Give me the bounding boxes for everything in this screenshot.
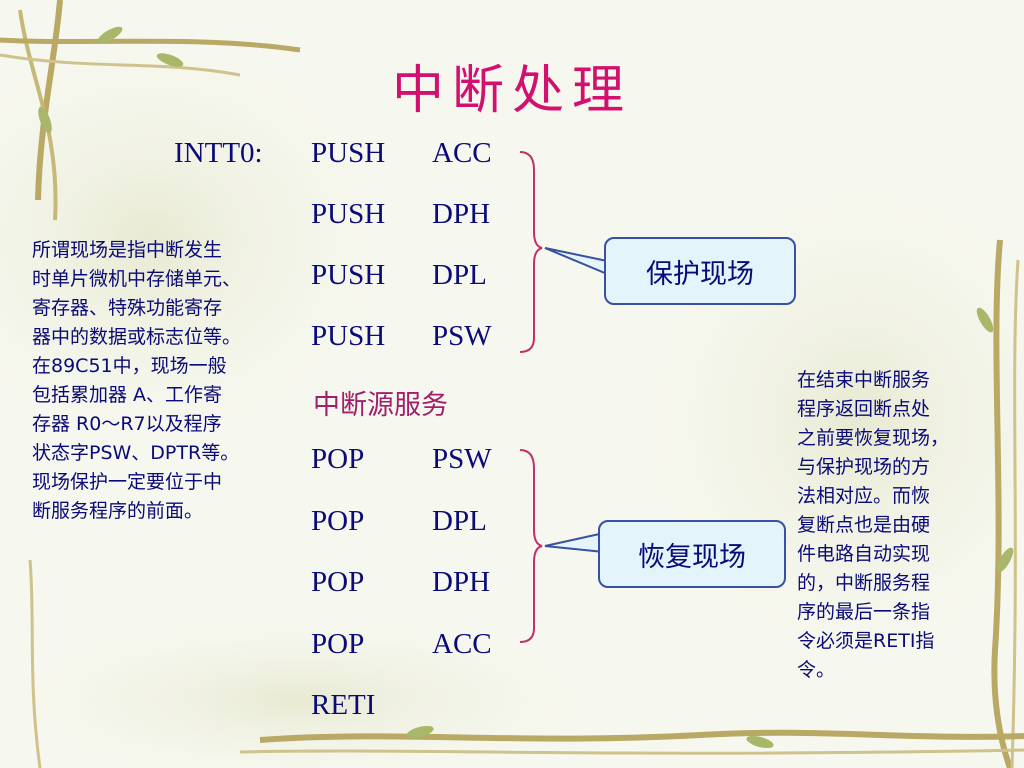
code-op-10: RETI [311, 689, 376, 721]
left-note-line: 状态字PSW、DPTR等。 [32, 442, 240, 464]
right-note-line: 与保护现场的方 [797, 456, 931, 478]
code-op-8: POP [311, 566, 365, 598]
code-arg-1: ACC [432, 137, 492, 169]
right-note-line: 法相对应。而恢 [797, 485, 931, 507]
left-note-line: 断服务程序的前面。 [32, 500, 204, 522]
code-op-6: POP [311, 443, 365, 475]
restore-pointer [544, 531, 605, 554]
left-note-line: 所谓现场是指中断发生 [32, 239, 223, 261]
right-note-line: 在结束中断服务 [797, 369, 931, 391]
page-title: 中断处理 [391, 61, 632, 121]
save-brace [519, 151, 543, 353]
code-arg-7: DPL [432, 505, 487, 537]
left-note-line: 器中的数据或标志位等。 [32, 326, 242, 348]
right-note-line: 的，中断服务程 [797, 572, 931, 594]
restore-context-callout: 恢复现场 [598, 520, 786, 588]
save-pointer [544, 247, 613, 278]
code-arg-2: DPH [432, 198, 491, 230]
protect-context-callout: 保护现场 [604, 237, 796, 305]
interrupt-service-line: 中断源服务 [313, 390, 448, 421]
code-arg-8: DPH [432, 566, 491, 598]
code-op-9: POP [311, 628, 365, 660]
left-note-line: 时单片微机中存储单元、 [32, 268, 242, 290]
left-explanation: 所谓现场是指中断发生 时单片微机中存储单元、 寄存器、特殊功能寄存 器中的数据或… [32, 236, 312, 526]
left-note-line: 现场保护一定要位于中 [32, 471, 223, 493]
code-arg-3: DPL [432, 259, 487, 291]
routine-label: INTT0: [174, 137, 263, 169]
right-note-line: 令必须是RETI指 [797, 630, 935, 652]
left-note-line: 在89C51中，现场一般 [32, 355, 227, 377]
code-op-2: PUSH [311, 198, 386, 230]
code-op-3: PUSH [311, 259, 386, 291]
code-op-4: PUSH [311, 320, 386, 352]
right-note-line: 之前要恢复现场， [797, 427, 950, 449]
right-note-line: 件电路自动实现 [797, 543, 931, 565]
right-note-line: 令。 [797, 659, 836, 681]
code-op-1: PUSH [311, 137, 386, 169]
right-explanation: 在结束中断服务 程序返回断点处 之前要恢复现场， 与保护现场的方 法相对应。而恢… [797, 366, 997, 685]
right-note-line: 复断点也是由硬 [797, 514, 931, 536]
right-note-line: 序的最后一条指 [797, 601, 931, 623]
code-arg-9: ACC [432, 628, 492, 660]
left-note-line: 存器 R0～R7以及程序 [32, 413, 222, 435]
code-arg-4: PSW [432, 320, 492, 352]
code-arg-6: PSW [432, 443, 492, 475]
code-op-7: POP [311, 505, 365, 537]
restore-brace [519, 449, 543, 643]
left-note-line: 寄存器、特殊功能寄存 [32, 297, 223, 319]
left-note-line: 包括累加器 A、工作寄 [32, 384, 223, 406]
right-note-line: 程序返回断点处 [797, 398, 931, 420]
